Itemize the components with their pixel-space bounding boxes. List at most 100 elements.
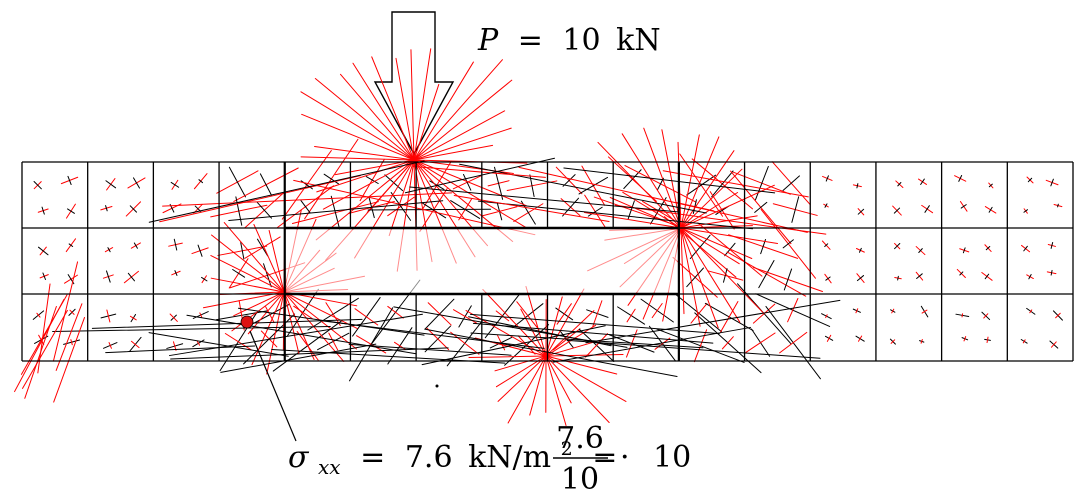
trajectory-line	[130, 340, 140, 349]
top-chord-trajectory	[563, 167, 776, 194]
annotation-right: · 10	[620, 440, 691, 475]
load-value: 10	[562, 23, 600, 58]
trajectory-line	[962, 247, 966, 254]
trajectory-line	[959, 271, 964, 276]
top-chord-trajectory	[662, 170, 809, 198]
trajectory-line	[67, 208, 75, 214]
opening	[286, 229, 678, 293]
top-chord-trajectory	[477, 200, 753, 230]
trajectory-line	[693, 329, 708, 363]
trajectory-line	[450, 331, 480, 355]
trajectory-line	[1028, 274, 1032, 280]
trajectory-line	[356, 335, 387, 354]
trajectory-line	[857, 208, 865, 215]
top-chord-trajectory	[148, 160, 425, 223]
trajectory-line	[36, 312, 41, 318]
load-arrow	[373, 11, 455, 156]
trajectory-line	[963, 336, 967, 342]
trajectory-line	[328, 332, 339, 351]
trajectory-line	[494, 166, 504, 200]
trajectory-line	[201, 276, 208, 282]
trajectory-line	[782, 175, 800, 191]
top-chord-trajectory	[293, 179, 536, 236]
trajectory-line	[174, 270, 178, 276]
trajectory-line	[585, 333, 609, 358]
trajectory-line	[69, 309, 75, 315]
trajectory-line	[129, 315, 137, 321]
trajectory-line	[129, 205, 138, 213]
bottom-chord-trajectory	[170, 347, 449, 360]
top-chord-trajectory	[409, 186, 679, 213]
trajectory-line	[70, 339, 73, 346]
trajectory-line	[453, 309, 478, 324]
trajectory-line	[686, 174, 717, 196]
trajectory-line	[1023, 245, 1028, 252]
trajectory-line	[132, 177, 140, 189]
bottom-chord-trajectory	[424, 328, 678, 377]
trajectory-line	[390, 192, 412, 221]
annotation-equals-1: =	[360, 440, 385, 475]
bottom-chord-trajectory	[91, 318, 363, 329]
top-chord-trajectory	[518, 166, 808, 233]
trajectory-line	[856, 183, 859, 189]
trajectory-line	[1050, 178, 1054, 187]
top-chord-trajectory	[159, 175, 361, 223]
reference-dot	[435, 384, 439, 388]
trajectory-line	[745, 332, 776, 353]
trajectory-line	[1029, 309, 1033, 314]
trajectory-line	[1027, 177, 1033, 183]
trajectory-line	[592, 300, 603, 327]
bottom-chord-trajectory	[468, 316, 612, 347]
trajectory-line	[265, 306, 275, 324]
trajectory-line	[826, 334, 832, 342]
annotation-unit-power: 2	[561, 438, 573, 460]
trajectory-line	[198, 179, 204, 184]
bottom-chord-trajectory	[472, 322, 714, 344]
trajectory-line	[654, 337, 671, 350]
trajectory-line	[196, 340, 201, 346]
sigma-symbol: σ	[288, 440, 310, 475]
trajectory-line	[983, 313, 989, 319]
trajectory-line	[920, 178, 925, 186]
bottom-chord-trajectory	[566, 339, 821, 359]
trajectory-line	[722, 268, 728, 283]
end-region-trajectory	[55, 303, 83, 371]
trajectory-line	[495, 310, 510, 322]
end-region-trajectory	[52, 261, 79, 362]
bottom-chord-trajectory	[470, 313, 720, 335]
trajectory-line	[986, 336, 989, 344]
trajectory-line	[1023, 209, 1028, 213]
trajectory-line	[916, 273, 923, 279]
fraction-numerator: 7.6	[556, 421, 604, 456]
trajectory-line	[897, 275, 899, 281]
top-chord-trajectory	[459, 163, 707, 214]
multiply-dot: ·	[620, 440, 630, 475]
top-chord-trajectory	[404, 157, 556, 194]
trajectory-line	[33, 181, 42, 190]
trajectory-line	[984, 273, 990, 280]
leader-line	[249, 330, 297, 442]
bottom-chord-trajectory	[105, 345, 256, 354]
evaluation-point-marker	[240, 315, 254, 329]
bottom-chord-trajectory	[186, 314, 417, 355]
top-chord-trajectory	[413, 165, 546, 178]
trajectory-line	[825, 314, 828, 319]
trajectory-line	[921, 309, 928, 314]
trajectory-line	[1050, 341, 1057, 348]
sigma-subscript: xx	[318, 455, 341, 479]
trajectory-line	[754, 201, 768, 213]
trajectory-line	[199, 312, 203, 318]
trajectory-line	[985, 245, 991, 251]
trajectory-line	[105, 205, 108, 212]
trajectory-line	[224, 332, 252, 351]
trajectory-line	[711, 170, 734, 198]
trajectory-line	[127, 272, 135, 282]
trajectory-line	[263, 263, 272, 288]
stress-annotation: σ xx = 7.6 kN/m 2 = 7.6 10 · 10	[288, 421, 691, 496]
trajectory-line	[825, 175, 829, 182]
trajectory-line	[108, 342, 112, 349]
annotation-left: σ xx = 7.6 kN/m 2 =	[288, 428, 617, 482]
trajectory-line	[897, 182, 902, 187]
trajectory-line	[782, 239, 794, 249]
